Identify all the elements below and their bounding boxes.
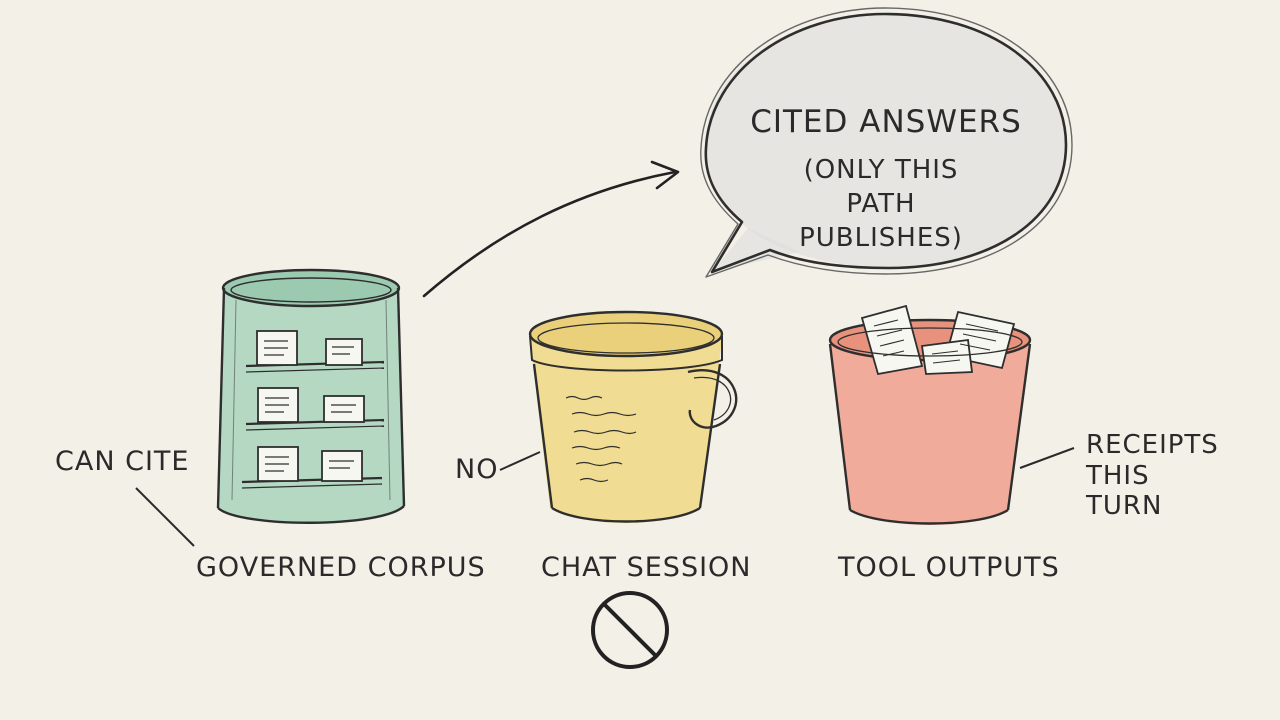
bubble-title: CITED ANSWERS bbox=[750, 104, 1022, 140]
arrow-icon bbox=[422, 160, 680, 298]
tool-outputs-label: TOOL OUTPUTS bbox=[838, 552, 1060, 583]
governed-corpus-cylinder bbox=[216, 268, 406, 524]
prohibited-icon bbox=[591, 591, 669, 669]
chat-session-bucket bbox=[528, 310, 738, 523]
can-cite-annotation: CAN CITE bbox=[55, 446, 190, 477]
governed-corpus-label: GOVERNED CORPUS bbox=[196, 552, 486, 583]
speech-bubble bbox=[700, 7, 1073, 278]
chat-session-label: CHAT SESSION bbox=[541, 552, 752, 583]
no-leader-line bbox=[499, 451, 541, 471]
tool-outputs-basket bbox=[828, 304, 1032, 525]
receipts-annotation: RECEIPTS THIS TURN bbox=[1086, 430, 1219, 522]
can-cite-leader-line bbox=[135, 487, 195, 547]
bubble-note: (ONLY THIS PATH PUBLISHES) bbox=[799, 155, 963, 253]
receipts-leader-line bbox=[1019, 447, 1075, 469]
no-annotation: NO bbox=[455, 454, 499, 485]
